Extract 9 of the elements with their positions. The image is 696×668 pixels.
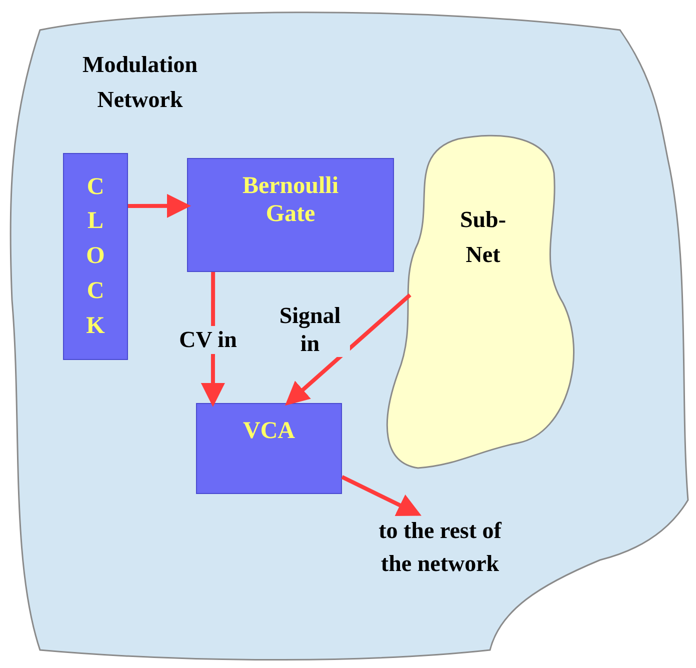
module-box: Bernoulli Gate (187, 158, 394, 272)
region-heading: Modulation Network (81, 51, 199, 114)
output-note: to the rest of the network (378, 517, 503, 578)
region-heading: Sub-Net (458, 206, 508, 268)
arrow (128, 194, 191, 218)
arrow (284, 293, 412, 406)
arrow (341, 475, 422, 516)
module-box: CLOCK (63, 153, 128, 360)
module-box: VCA (196, 403, 342, 494)
